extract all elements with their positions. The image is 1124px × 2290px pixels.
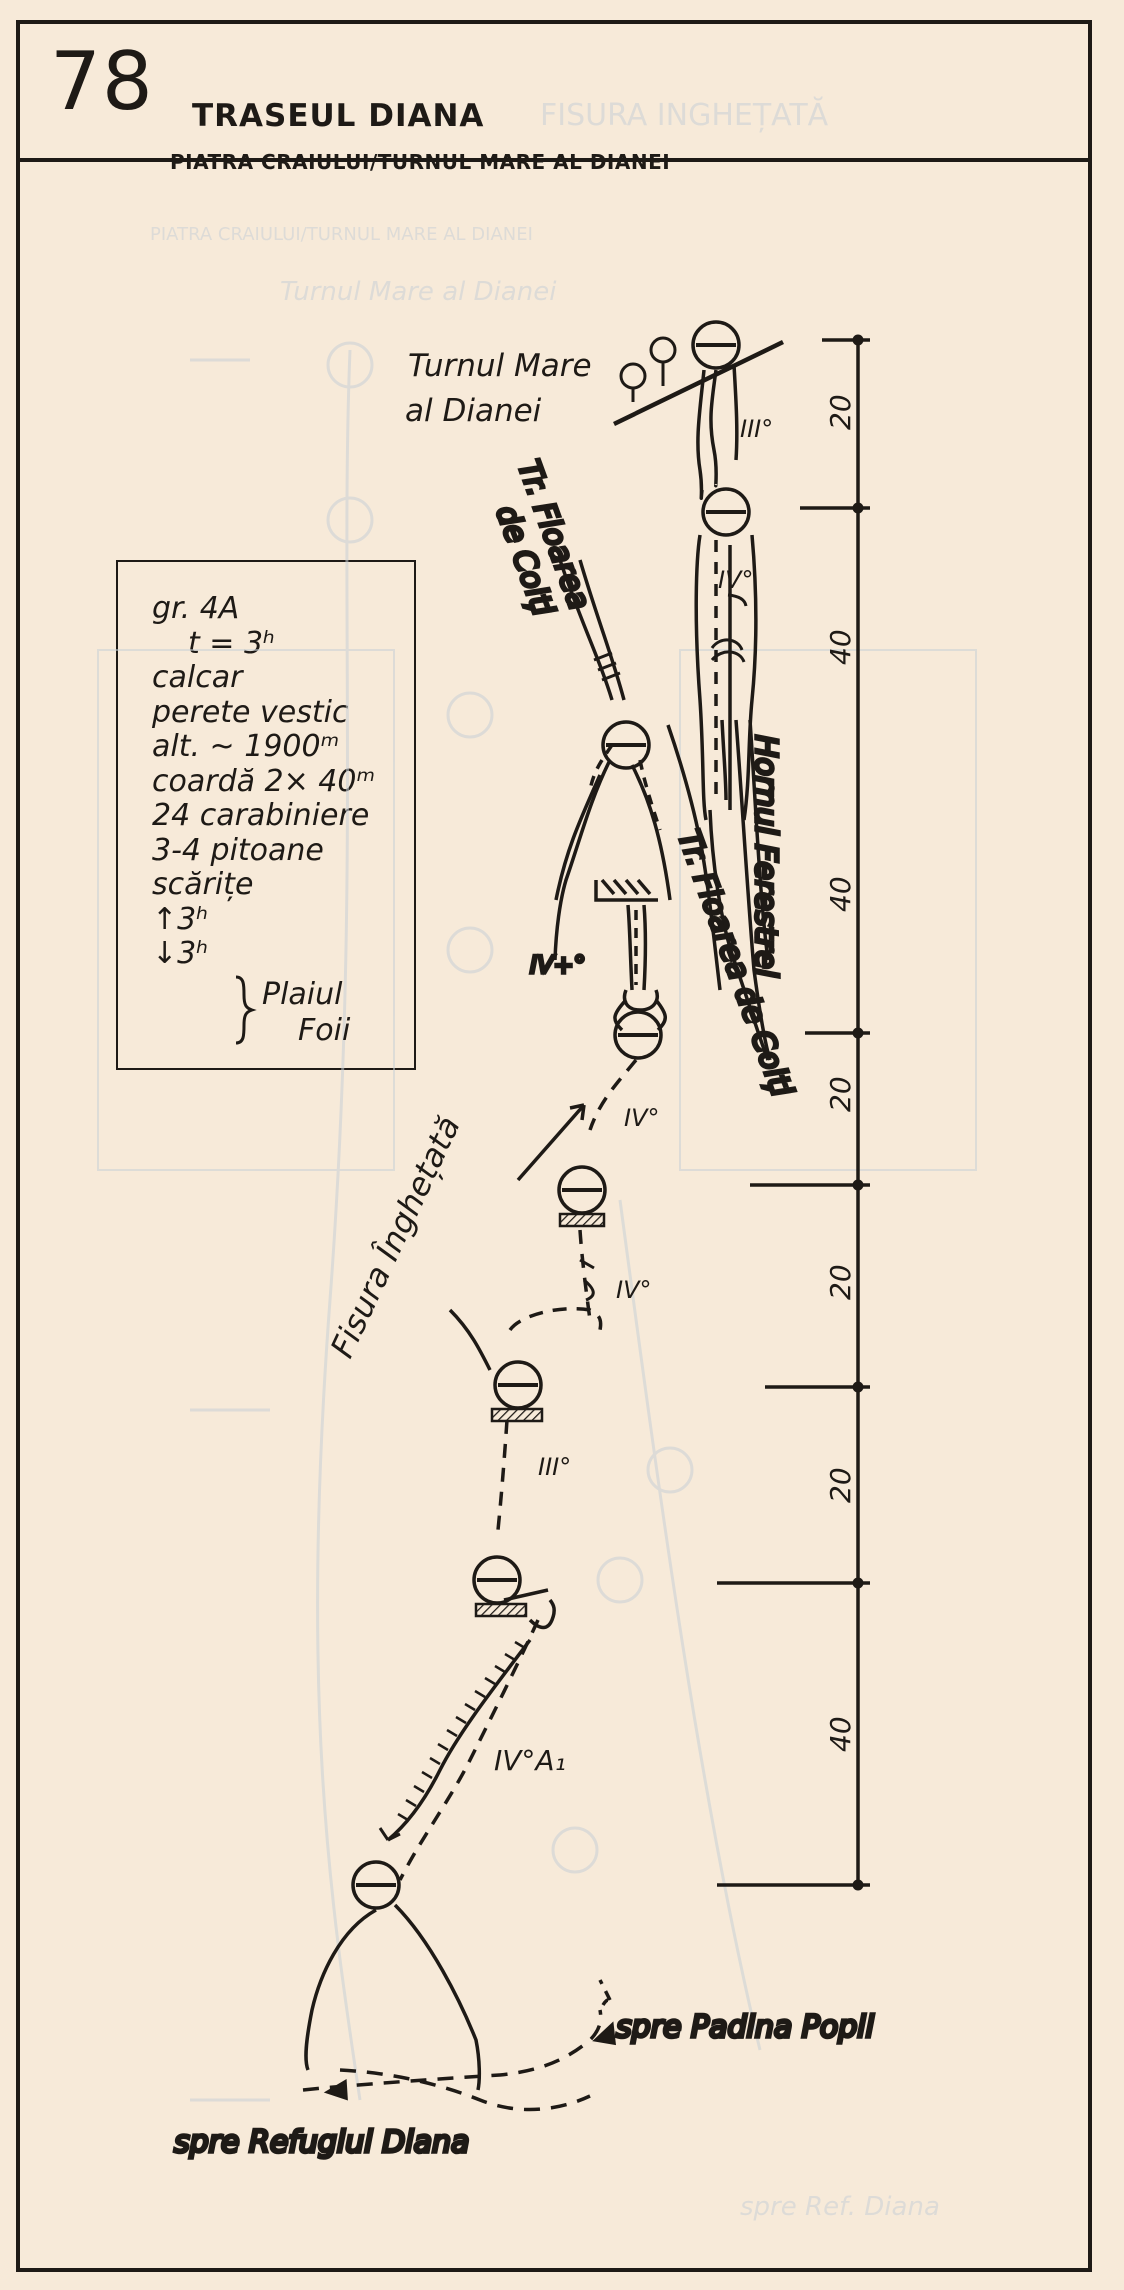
grade-p1: III° — [740, 415, 773, 443]
belay-station-4 — [557, 1165, 607, 1215]
ghost-background: FISURA INGHEȚATĂ PIATRA CRAIULUI/TURNUL … — [97, 96, 977, 2222]
grade-p7: IV°A₁ — [494, 1744, 566, 1777]
topo-sheet: 78 TRASEUL DIANA — [16, 20, 1092, 2272]
info-grade: gr. 4A — [152, 591, 240, 626]
scale-label-5: 20 — [824, 1264, 857, 1300]
belay-station-base — [351, 1860, 401, 1910]
fisura-inghetata: Fisura Înghețată — [323, 1103, 586, 1363]
summit-label-line2: al Dianei — [405, 393, 542, 429]
fisura-label: Fisura Înghețată — [323, 1110, 468, 1363]
ghost-title: FISURA INGHEȚATĂ — [540, 96, 829, 133]
summit-label-line1: Turnul Mare — [408, 348, 592, 384]
height-scale: 20 40 40 20 20 20 40 — [717, 334, 870, 1891]
info-time: t = 3ʰ — [188, 625, 276, 661]
info-pitons: 3-4 pitoane — [152, 832, 324, 868]
scale-label-6: 20 — [824, 1467, 857, 1503]
approach-brace: Plaiul Foii — [235, 975, 351, 1048]
header-row: 78 TRASEUL DIANA — [20, 24, 1088, 162]
route-title: TRASEUL DIANA — [192, 98, 485, 134]
summit: Turnul Mare al Dianei — [405, 336, 784, 429]
info-rope: coardă 2× 40ᵐ — [152, 763, 376, 799]
belay-station-floarea — [601, 720, 651, 770]
route-lower-line — [378, 1058, 638, 1881]
route-number: 78 — [50, 35, 154, 128]
info-carabiners: 24 carabiniere — [152, 798, 370, 833]
grade-p4: IV° — [624, 1104, 660, 1132]
grade-p5: IV° — [616, 1276, 652, 1304]
info-approach-down: ↓3ʰ — [152, 936, 209, 971]
scale-label-4: 20 — [824, 1076, 857, 1112]
approach-paths: spre Padina Popii spre Refugiul Diana — [172, 1903, 876, 2162]
location-subtitle: PIATRA CRAIULUI/TURNUL MARE AL DIANEI — [170, 150, 671, 174]
belay-station-2 — [701, 487, 751, 537]
belay-station-6 — [472, 1555, 522, 1605]
route-info-box: gr. 4A t = 3ʰ calcar perete vestic alt. … — [116, 560, 416, 1070]
belay-station-summit — [691, 320, 741, 370]
approach-foii: Foii — [298, 1013, 351, 1048]
scale-label-3: 40 — [824, 876, 857, 912]
approach-plaiul: Plaiul — [262, 977, 343, 1012]
info-altitude: alt. ~ 1900ᵐ — [152, 729, 340, 764]
grade-iv-plus: IV+° — [530, 951, 586, 979]
belay-stations — [351, 320, 751, 1910]
ghost-tower-label: Turnul Mare al Dianei — [280, 277, 557, 307]
info-rock: calcar — [152, 660, 243, 695]
grade-p2: IV° — [718, 566, 754, 594]
ghost-bottom-label: spre Ref. Diana — [740, 2192, 940, 2222]
ghost-subtitle: PIATRA CRAIULUI/TURNUL MARE AL DIANEI — [150, 224, 533, 245]
info-approach-up: ↑3ʰ — [152, 901, 209, 937]
grade-labels: III° IV° IV° IV° III° IV°A₁ — [494, 415, 773, 1777]
info-face: perete vestic — [152, 694, 349, 730]
info-ladders: scărițe — [152, 867, 254, 902]
hornul-label: Hornul Ferestrei — [748, 735, 783, 978]
belay-station-5 — [493, 1360, 543, 1410]
route-upper-chimney — [694, 364, 758, 821]
scale-label-7: 40 — [824, 1716, 857, 1752]
scale-label-1: 20 — [824, 394, 857, 430]
route-mid-section: IV+° — [528, 878, 667, 1032]
scale-label-2: 40 — [824, 629, 857, 665]
hornul-ferestrei-gully: Hornul Ferestrei — [708, 719, 785, 1061]
spre-padina-label: spre Padina Popii — [616, 2010, 875, 2045]
spre-refugiul-label: spre Refugiul Diana — [174, 2125, 469, 2160]
grade-p6: III° — [538, 1453, 571, 1481]
belay-station-3 — [613, 1010, 663, 1060]
